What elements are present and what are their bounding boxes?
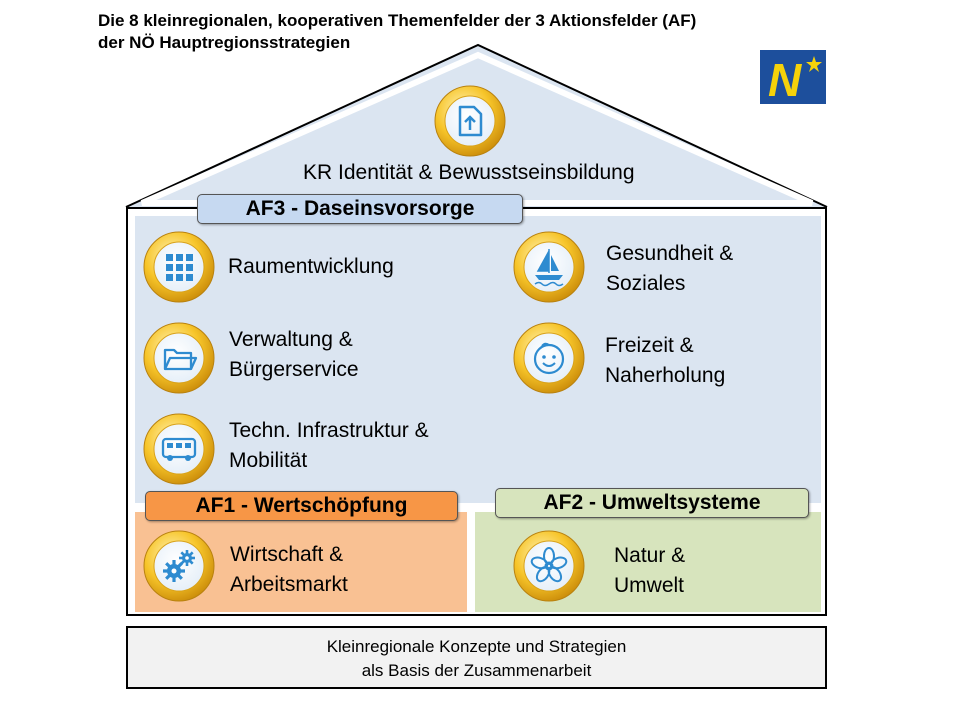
af3-label: AF3 - Daseinsvorsorge <box>197 194 523 224</box>
item-line-2: Mobilität <box>229 449 308 472</box>
item-line-2: Soziales <box>606 272 686 295</box>
foundation-line-2: als Basis der Zusammenarbeit <box>361 661 592 680</box>
title-line-1: Die 8 kleinregionalen, kooperativen Them… <box>98 11 697 30</box>
af3-area <box>135 216 821 503</box>
af3-item-freizeit: Freizeit & Naherholung <box>605 331 725 391</box>
item-line-2: Umwelt <box>614 574 685 597</box>
bus-icon <box>143 413 215 485</box>
smiley-icon <box>513 322 585 394</box>
sailboat-icon <box>513 231 585 303</box>
item-line-2: Arbeitsmarkt <box>230 573 348 596</box>
item-line-1: Wirtschaft & <box>230 543 344 566</box>
noe-logo: N <box>760 50 826 104</box>
logo-letter: N <box>768 54 802 104</box>
af3-item-infrastruktur: Techn. Infrastruktur & Mobilität <box>229 416 429 476</box>
item-line-1: Gesundheit & <box>606 242 734 265</box>
document-upload-icon <box>434 85 506 157</box>
diagram-title: Die 8 kleinregionalen, kooperativen Them… <box>98 10 878 54</box>
item-line-1: Techn. Infrastruktur & <box>229 419 429 442</box>
af1-item-wirtschaft: Wirtschaft & Arbeitsmarkt <box>230 540 348 600</box>
item-line-1: Raumentwicklung <box>228 255 394 278</box>
af1-label: AF1 - Wertschöpfung <box>145 491 458 521</box>
item-line-1: Natur & <box>614 544 686 567</box>
flower-icon <box>513 530 585 602</box>
af2-label: AF2 - Umweltsysteme <box>495 488 809 518</box>
af3-item-raumentwicklung: Raumentwicklung <box>228 252 394 282</box>
item-line-1: Verwaltung & <box>229 328 353 351</box>
foundation-box: Kleinregionale Konzepte und Strategien a… <box>126 626 827 689</box>
roof-item-label: KR Identität & Bewusstseinsbildung <box>303 161 635 184</box>
gears-icon <box>143 530 215 602</box>
item-line-2: Naherholung <box>605 364 726 387</box>
item-line-2: Bürgerservice <box>229 358 359 381</box>
foundation-line-1: Kleinregionale Konzepte und Strategien <box>326 637 627 656</box>
af3-item-gesundheit: Gesundheit & Soziales <box>606 239 733 299</box>
af3-item-verwaltung: Verwaltung & Bürgerservice <box>229 325 359 385</box>
folder-icon <box>143 322 215 394</box>
item-line-1: Freizeit & <box>605 334 694 357</box>
grid-icon <box>143 231 215 303</box>
af2-item-natur: Natur & Umwelt <box>614 541 685 601</box>
